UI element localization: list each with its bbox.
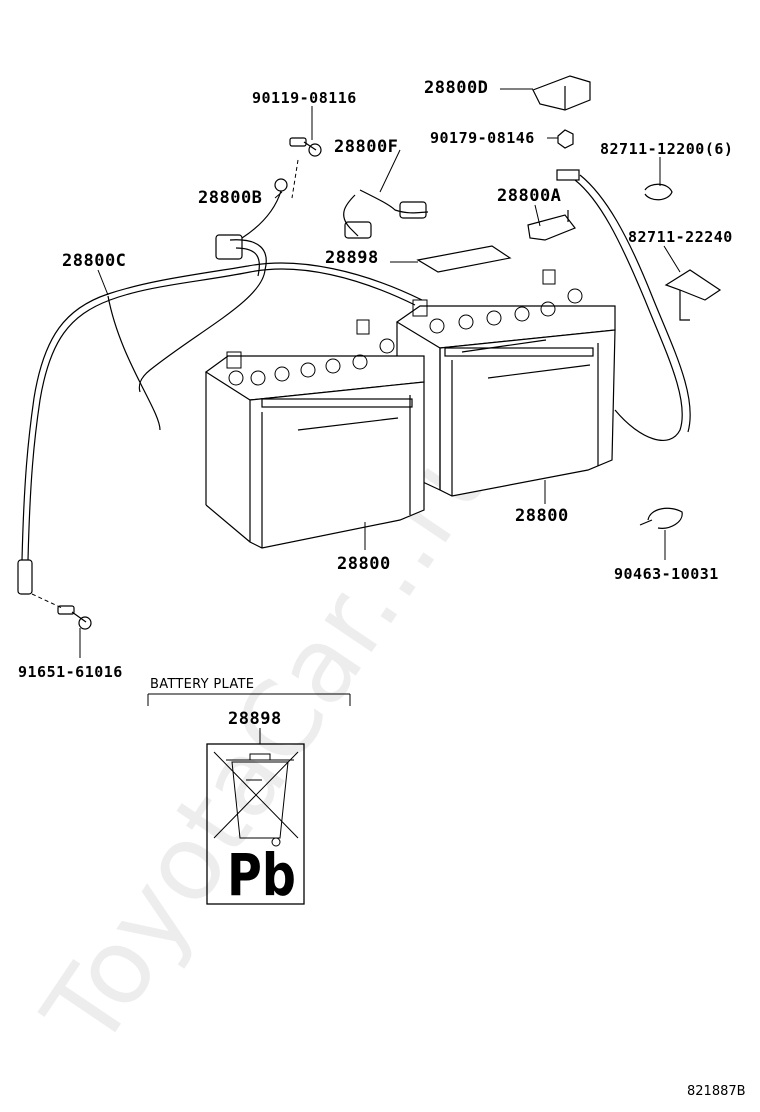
clamp-90463 bbox=[639, 507, 683, 529]
figure-id: 821887B bbox=[687, 1084, 746, 1099]
label-91651-61016: 91651-61016 bbox=[18, 663, 123, 681]
cable-28800A bbox=[556, 169, 691, 441]
nut-90179 bbox=[557, 129, 574, 149]
terminal-28800D bbox=[532, 75, 591, 111]
plate-pb-text: Pb bbox=[227, 841, 296, 909]
battery-left bbox=[204, 319, 425, 549]
label-28800-left: 28800 bbox=[337, 554, 391, 574]
cable-28800B bbox=[138, 178, 288, 393]
bracket-82711-22240 bbox=[664, 269, 722, 321]
harness-28800F bbox=[343, 189, 429, 239]
label-28898: 28898 bbox=[325, 248, 379, 268]
battery-right bbox=[395, 269, 616, 497]
label-90463-10031: 90463-10031 bbox=[614, 565, 719, 583]
label-28800D: 28800D bbox=[424, 78, 489, 98]
dashed-leaders bbox=[31, 159, 299, 609]
label-28800A: 28800A bbox=[497, 186, 562, 206]
label-90119-08116: 90119-08116 bbox=[252, 89, 357, 107]
clamp-82711-12200 bbox=[644, 183, 673, 201]
label-90179-08146: 90179-08146 bbox=[430, 129, 535, 147]
label-28898-plate: 28898 bbox=[228, 709, 282, 729]
label-28800F: 28800F bbox=[334, 137, 399, 157]
label-28800-right: 28800 bbox=[515, 506, 569, 526]
bolt-90119 bbox=[289, 137, 322, 157]
terminal-28800A bbox=[527, 210, 576, 241]
label-82711-22240: 82711-22240 bbox=[628, 228, 733, 246]
battery-plate-caption: BATTERY PLATE bbox=[150, 677, 255, 692]
bolt-91651 bbox=[57, 605, 92, 630]
label-28800B: 28800B bbox=[198, 188, 263, 208]
plate-28898-on-battery bbox=[416, 245, 512, 273]
label-82711-12200: 82711-12200(6) bbox=[600, 140, 734, 158]
label-28800C: 28800C bbox=[62, 251, 127, 271]
leader-lines bbox=[79, 88, 681, 658]
battery-plate-section bbox=[147, 693, 351, 905]
